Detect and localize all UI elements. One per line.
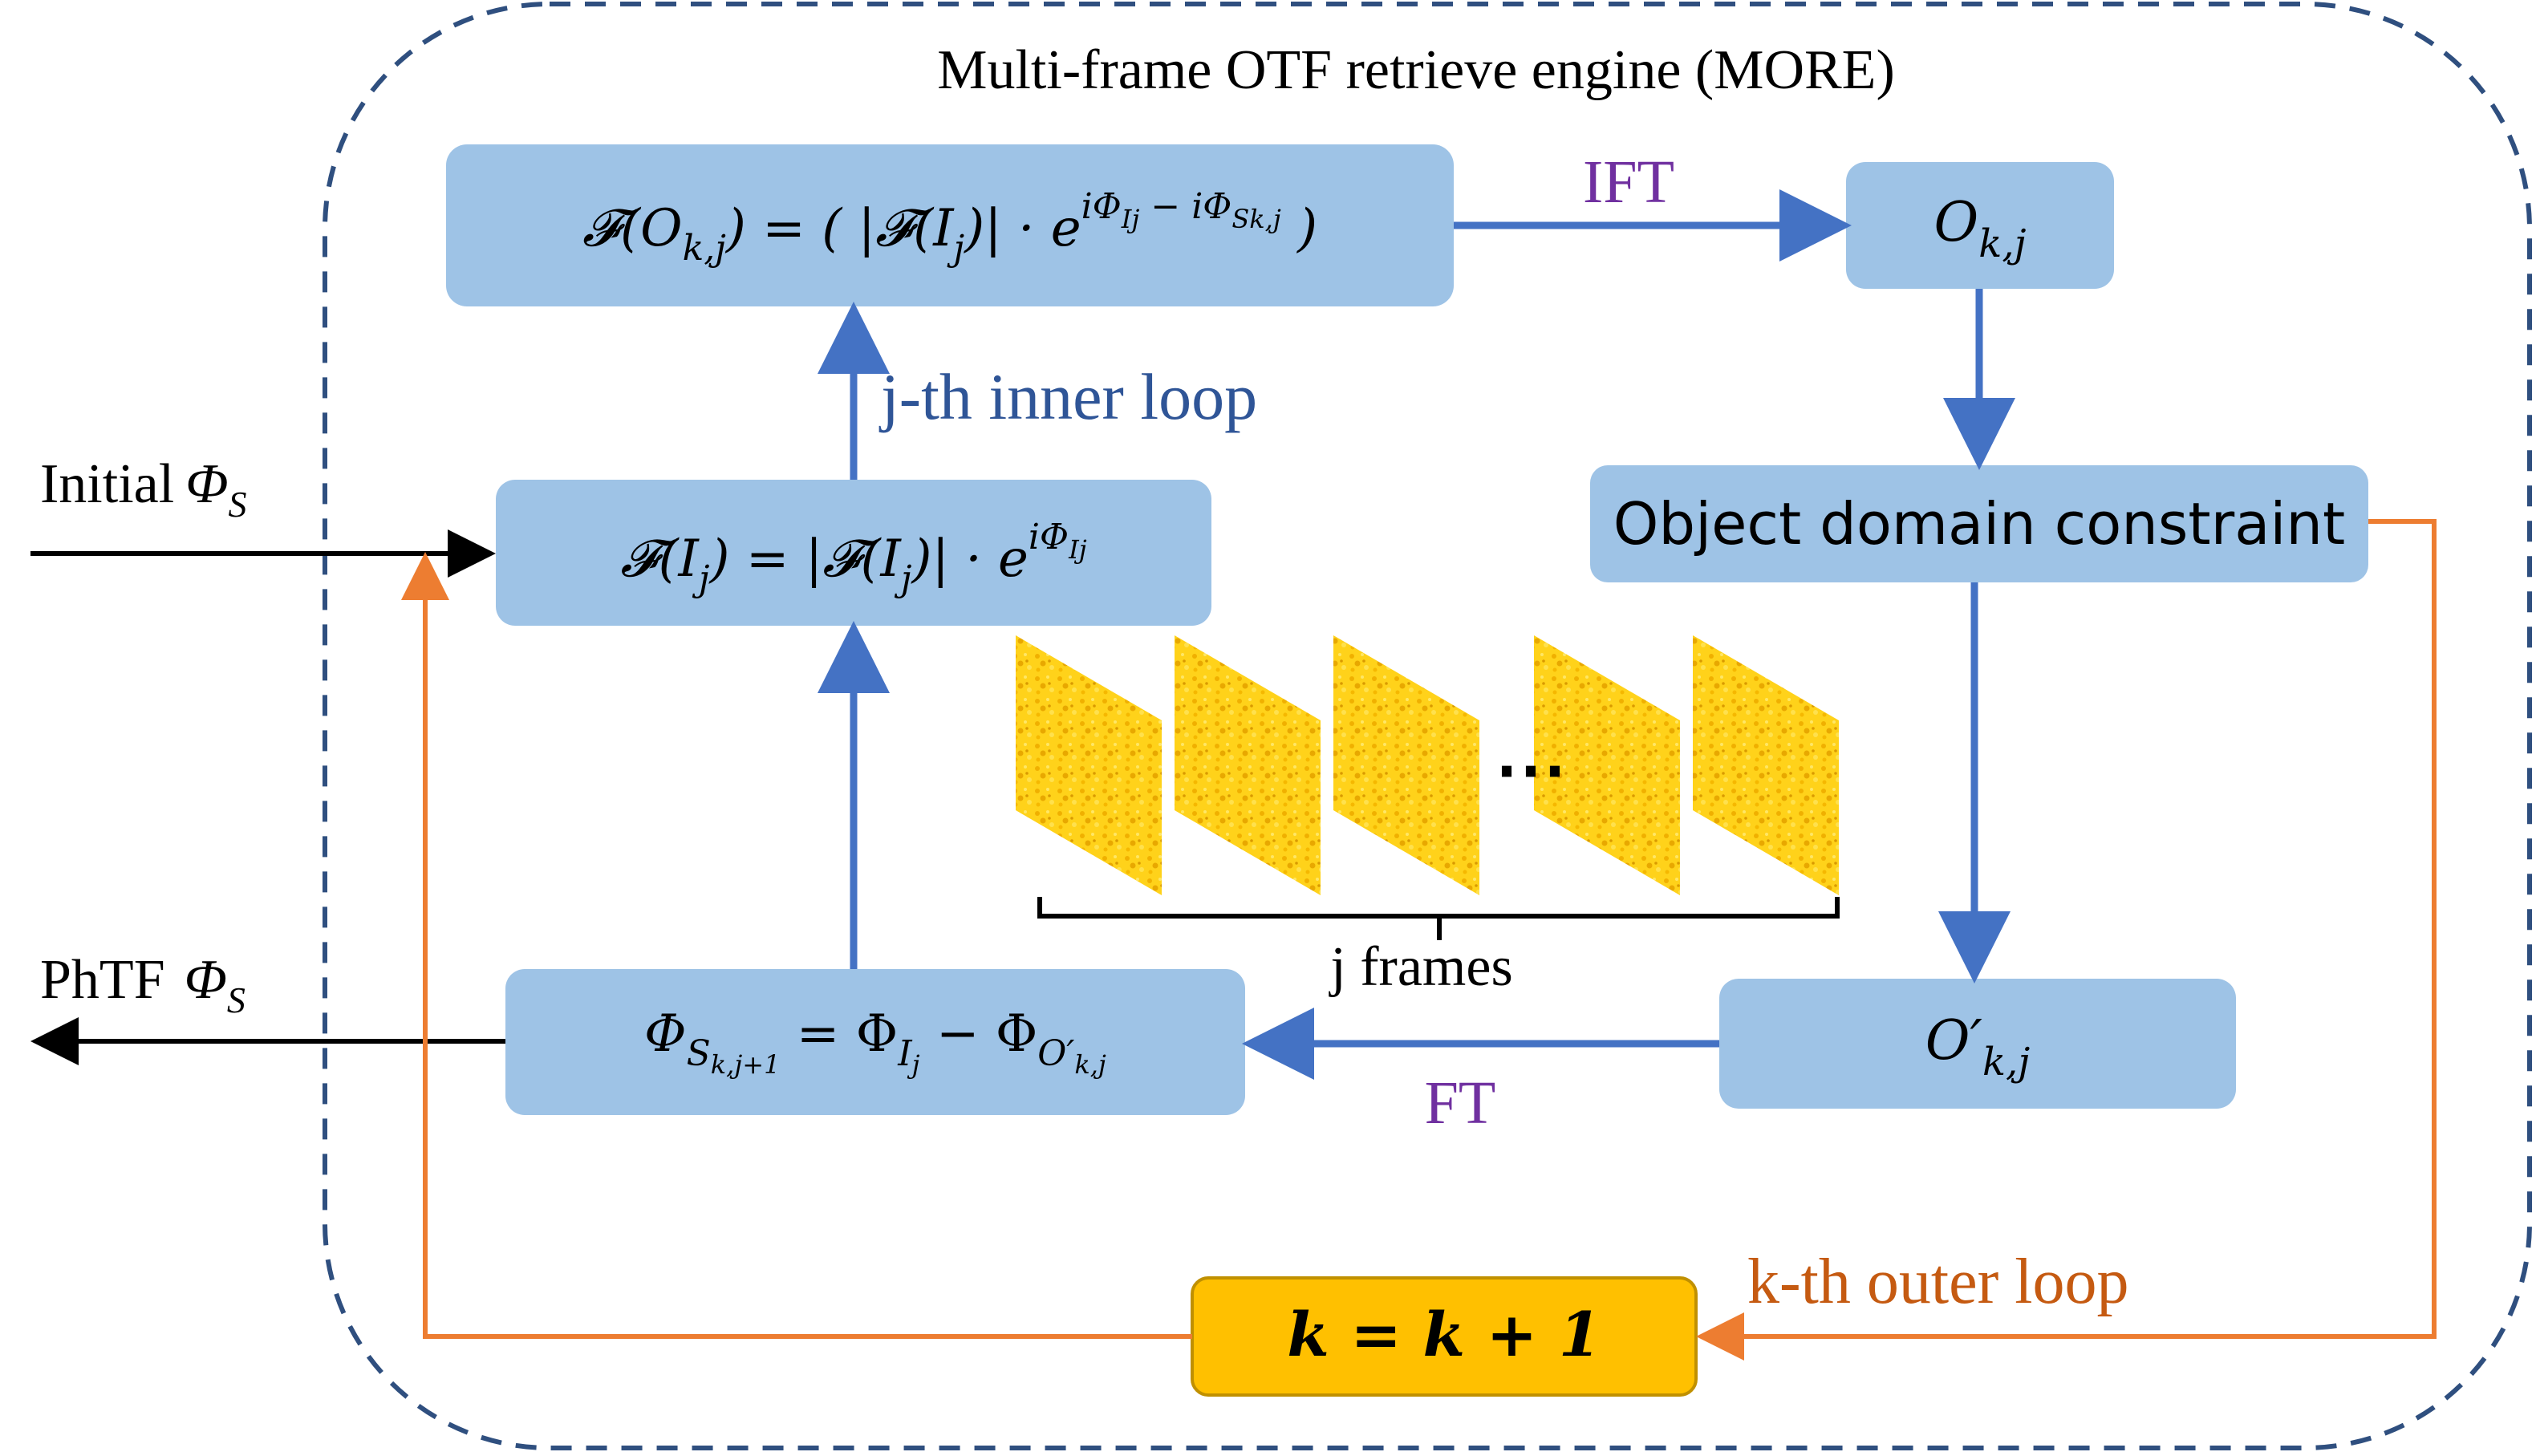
speckle-frame-1 xyxy=(1016,635,1162,895)
engine-title: Multi-frame OTF retrieve engine (MORE) xyxy=(937,39,1895,101)
fourier-image-equation: 𝓕(Ij) = |𝓕(Ij)| · eiΦIj xyxy=(620,517,1086,599)
initial-prefix: Initial xyxy=(40,453,174,515)
object-constraint-label: Object domain constraint xyxy=(1613,490,2346,558)
k-update-label: k = k + 1 xyxy=(1287,1299,1601,1370)
frames-label: j frames xyxy=(1328,936,1512,998)
phtf-prefix: PhTF xyxy=(40,949,165,1011)
frames-ellipsis: ⋯ xyxy=(1495,731,1567,810)
frames-brace xyxy=(1037,897,1840,940)
ift-label: IFT xyxy=(1583,148,1674,216)
outer-loop-right-path xyxy=(1696,519,2437,1361)
phtf-sub: S xyxy=(227,979,245,1020)
outer-loop-left-path xyxy=(401,552,1192,1339)
inner-loop-label: j-th inner loop xyxy=(878,360,1257,433)
initial-symbol: Φ xyxy=(185,453,228,515)
speckle-frame-5 xyxy=(1693,635,1839,895)
speckle-frame-2 xyxy=(1175,635,1321,895)
speckle-frame-3 xyxy=(1333,635,1479,895)
speckle-frames xyxy=(1016,635,1839,895)
speckle-frame-4 xyxy=(1534,635,1680,895)
phtf-symbol: Φ xyxy=(185,949,227,1011)
phtf-label: PhTF ΦS xyxy=(40,949,245,1020)
object-box xyxy=(1846,162,2114,289)
fourier-object-box xyxy=(446,144,1454,306)
object-constraint-box xyxy=(1590,465,2368,582)
object-prime-box xyxy=(1719,979,2236,1109)
phase-update-box xyxy=(505,969,1245,1115)
fourier-image-box xyxy=(496,480,1211,626)
outer-loop-label: k-th outer loop xyxy=(1747,1247,2128,1317)
ft-label: FT xyxy=(1425,1069,1496,1137)
initial-sub: S xyxy=(228,484,246,525)
